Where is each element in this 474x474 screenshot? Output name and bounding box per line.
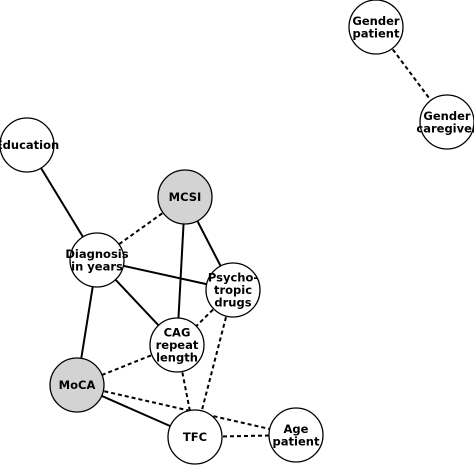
node-label: MCSI	[169, 190, 202, 204]
node-moca: MoCA	[49, 357, 105, 413]
node-education: Education	[0, 117, 59, 173]
node-label: Education	[0, 138, 59, 152]
node-label: length	[156, 351, 198, 365]
node-label: tropic	[214, 283, 252, 297]
node-label: Diagnosis	[65, 247, 128, 261]
node-label: in years	[71, 259, 123, 273]
node-circle	[419, 94, 474, 150]
node-circle	[268, 407, 324, 463]
node-label: MoCA	[59, 378, 96, 392]
node-circle	[348, 0, 404, 55]
node-circle	[49, 357, 105, 413]
node-tfc: TFC	[167, 409, 223, 465]
node-circle	[0, 117, 55, 173]
node-label: patient	[273, 434, 320, 448]
node-label: TFC	[183, 430, 207, 444]
node-label: Gender	[352, 14, 399, 28]
node-label: Psycho-	[208, 271, 258, 285]
node-label: Gender	[423, 109, 470, 123]
node-label: drugs	[214, 296, 251, 310]
node-label: caregiver	[416, 121, 474, 135]
node-circle	[149, 317, 205, 373]
node-label: repeat	[156, 338, 199, 352]
node-circle	[157, 169, 213, 225]
node-label: CAG	[164, 326, 191, 340]
node-circle	[69, 232, 125, 288]
node-label: Age	[284, 422, 309, 436]
node-label: patient	[353, 26, 400, 40]
edge-moca-age-patient	[76, 384, 297, 436]
node-mcsi: MCSI	[157, 169, 213, 225]
node-circle	[205, 262, 261, 318]
node-circle	[167, 409, 223, 465]
